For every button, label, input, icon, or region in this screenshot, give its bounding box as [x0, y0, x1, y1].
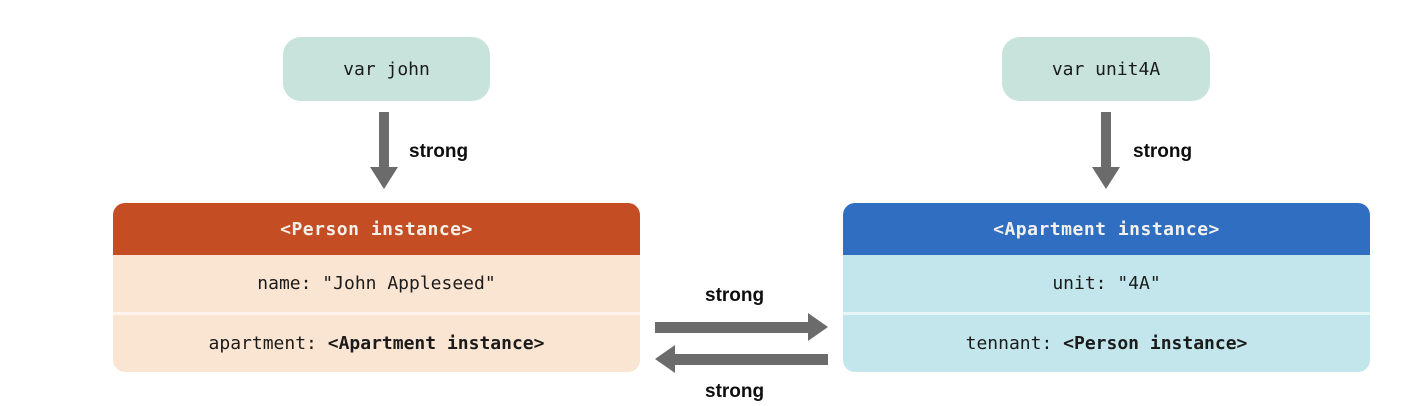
strong-label-person-to-apartment: strong [705, 285, 765, 306]
apartment-instance-title: <Apartment instance> [843, 203, 1370, 255]
var-john-label: var john [343, 58, 430, 80]
arrow-shaft [1101, 112, 1111, 167]
person-property-apartment: apartment: <Apartment instance> [113, 312, 640, 372]
apartment-property-tennant: tennant: <Person instance> [843, 312, 1370, 372]
property-text: apartment: [208, 333, 328, 354]
person-property-name: name: "John Appleseed" [113, 255, 640, 312]
arrow-head [655, 345, 675, 373]
strong-label-john: strong [409, 141, 469, 162]
var-john-pill: var john [283, 37, 490, 101]
person-instance-title: <Person instance> [113, 203, 640, 255]
var-unit4a-pill: var unit4A [1002, 37, 1210, 101]
property-ref-text: <Apartment instance> [327, 333, 545, 354]
arrow-shaft [675, 354, 828, 365]
property-text: name: "John Appleseed" [257, 273, 496, 294]
arrow-head [808, 313, 828, 341]
arrow-head [1092, 167, 1120, 189]
strong-label-unit4a: strong [1133, 141, 1193, 162]
var-unit4a-label: var unit4A [1051, 58, 1161, 80]
person-instance-box: <Person instance> name: "John Appleseed"… [113, 203, 640, 372]
arrow-shaft [655, 322, 808, 333]
apartment-property-unit: unit: "4A" [843, 255, 1370, 312]
apartment-instance-box: <Apartment instance> unit: "4A" tennant:… [843, 203, 1370, 372]
property-text: unit: "4A" [1052, 273, 1161, 294]
arrow-shaft [379, 112, 389, 167]
property-text: tennant: [965, 333, 1064, 354]
property-ref-text: <Person instance> [1063, 333, 1248, 354]
strong-label-apartment-to-person: strong [705, 381, 765, 402]
arrow-head [370, 167, 398, 189]
